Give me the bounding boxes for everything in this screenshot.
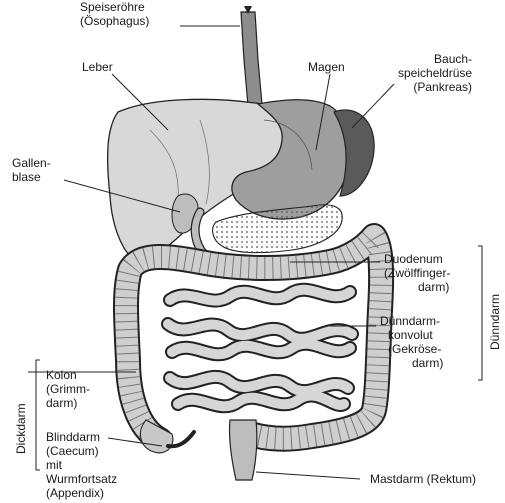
label-stomach-line: Magen: [308, 60, 345, 74]
label-pancreas-line: speicheldrüse: [398, 66, 472, 80]
label-esophagus-line: (Ösophagus): [80, 14, 149, 28]
label-pancreas-line: Bauch-: [398, 52, 472, 66]
label-caecum: Blinddarm (Caecum) mit Wurmfortsatz (App…: [46, 430, 117, 500]
label-colon-line: darm): [46, 396, 90, 410]
label-coils-line: (Gekröse-: [380, 342, 443, 356]
group-label-small-intestine-text: Dünndarm: [488, 294, 502, 350]
label-liver-line: Leber: [82, 60, 113, 74]
label-coils-line: konvolut: [380, 328, 443, 342]
label-esophagus-line: Speiseröhre: [80, 0, 149, 14]
label-stomach: Magen: [308, 60, 345, 74]
label-caecum-line: Wurmfortsatz: [46, 472, 117, 486]
label-gallbladder-line: blase: [12, 170, 51, 184]
label-rectum-line: Mastdarm (Rektum): [370, 472, 476, 486]
label-coils-line: Dünndarm-: [380, 314, 443, 328]
label-caecum-line: (Appendix): [46, 486, 117, 500]
group-label-large-intestine-text: Dickdarm: [14, 403, 28, 454]
label-caecum-line: (Caecum): [46, 444, 117, 458]
label-duodenum-line: (Zwölffinger-: [384, 266, 450, 280]
rectum-shape: [229, 420, 256, 480]
label-pancreas-line: (Pankreas): [398, 80, 472, 94]
label-coils-line: darm): [380, 356, 443, 370]
label-duodenum-line: darm): [384, 280, 450, 294]
esophagus-shape: [241, 6, 262, 106]
label-colon: Kolon (Grimm- darm): [46, 368, 90, 410]
label-colon-line: (Grimm-: [46, 382, 90, 396]
label-gallbladder: Gallen- blase: [12, 156, 51, 184]
group-label-small-intestine: Dünndarm: [488, 294, 502, 350]
label-small-intestine-coils: Dünndarm- konvolut (Gekröse- darm): [380, 314, 443, 370]
label-pancreas: Bauch- speicheldrüse (Pankreas): [398, 52, 472, 94]
label-duodenum: Duodenum (Zwölffinger- darm): [384, 252, 450, 294]
label-duodenum-line: Duodenum: [384, 252, 450, 266]
label-gallbladder-line: Gallen-: [12, 156, 51, 170]
label-rectum: Mastdarm (Rektum): [370, 472, 476, 486]
pancreas-shape: [213, 205, 343, 253]
label-liver: Leber: [82, 60, 113, 74]
group-label-large-intestine: Dickdarm: [14, 403, 28, 454]
label-esophagus: Speiseröhre (Ösophagus): [80, 0, 149, 28]
label-caecum-line: Blinddarm: [46, 430, 117, 444]
label-colon-line: Kolon: [46, 368, 90, 382]
caecum-shape: [140, 420, 194, 453]
small-intestine-shape: [168, 290, 352, 407]
label-caecum-line: mit: [46, 458, 117, 472]
